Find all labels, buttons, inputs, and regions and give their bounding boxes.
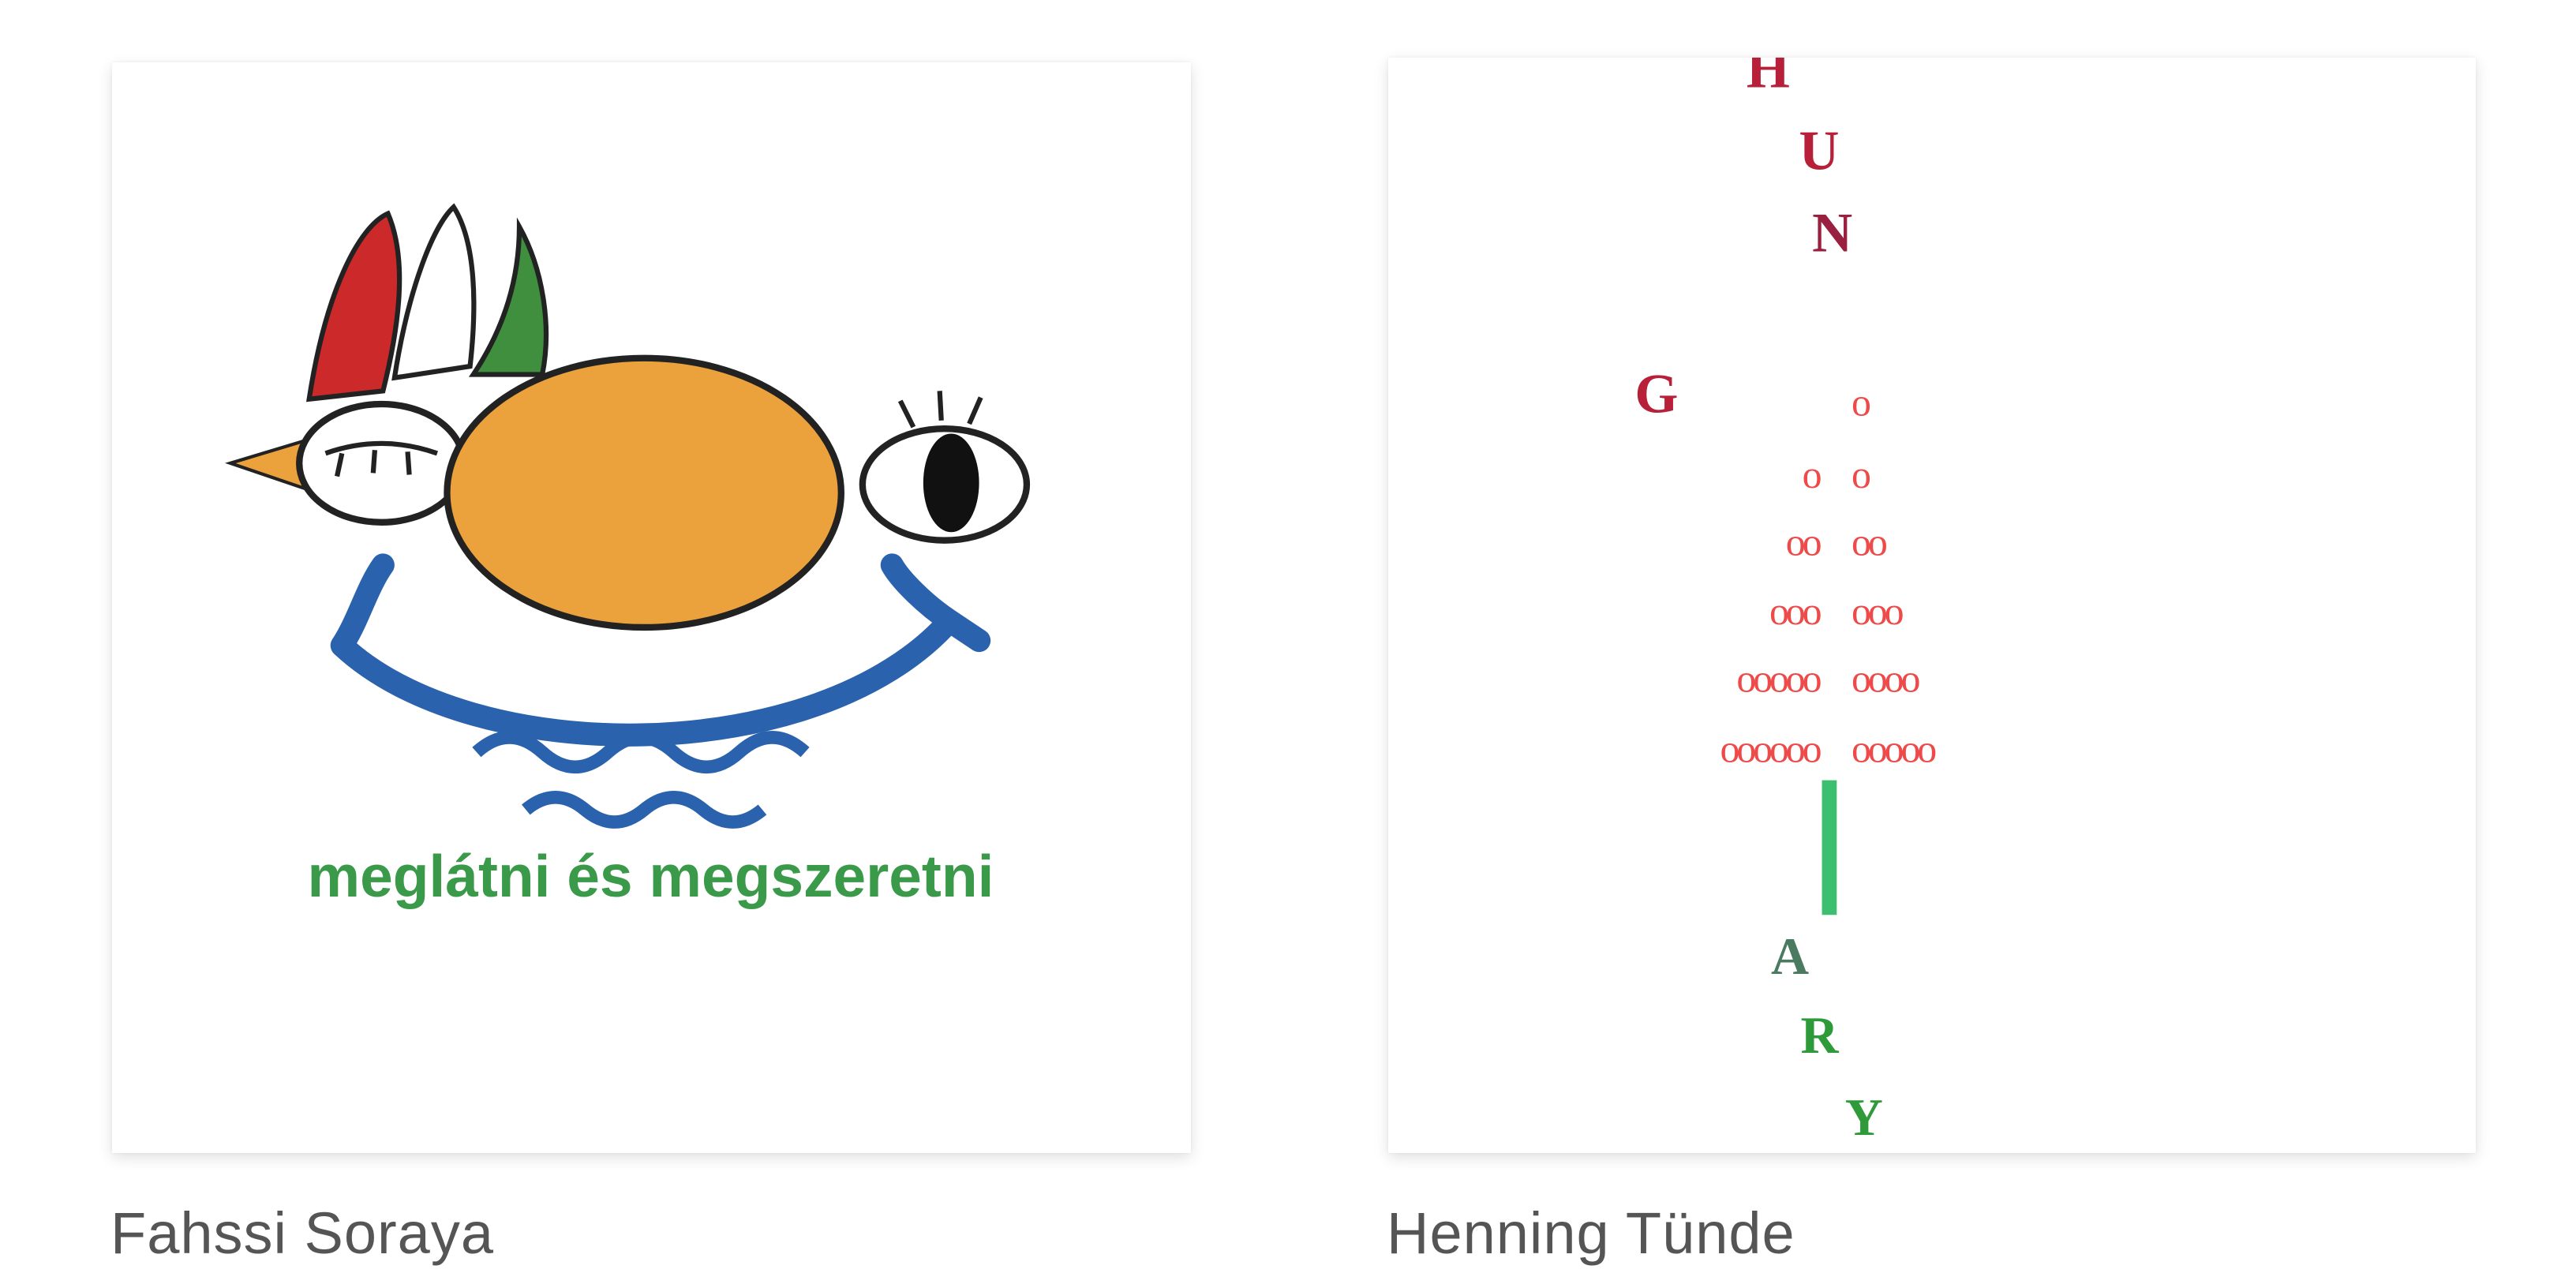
letter-r: R: [1801, 1007, 1840, 1065]
tree-row-right: o: [1852, 380, 1870, 425]
tree-row-left: ooooo: [1736, 656, 1821, 700]
letter-n: N: [1812, 203, 1852, 264]
tree-trunk: [1822, 780, 1837, 915]
tree-row-right: oooo: [1852, 656, 1919, 700]
letter-y: Y: [1845, 1089, 1883, 1147]
letter-g: G: [1634, 363, 1678, 425]
tree-row-right: ooooo: [1852, 727, 1936, 771]
tree-row-left: o: [1803, 452, 1822, 496]
bird-logo-image: meglátni és megszeretni: [224, 203, 1031, 909]
logo-text: meglátni és megszeretni: [308, 843, 994, 909]
tree-row-right: ooo: [1852, 589, 1904, 633]
tree-row-left: ooo: [1769, 589, 1822, 633]
letter-u: U: [1799, 121, 1839, 182]
hungary-tree-image: H U N G o o o oo oo ooo ooo ooooo oooo o…: [1634, 58, 1939, 1147]
letter-a: A: [1771, 928, 1809, 986]
artwork-card-fahssi-soraya[interactable]: meglátni és megszeretni: [112, 62, 1191, 1153]
artwork-card-henning-tunde[interactable]: H U N G o o o oo oo ooo ooo ooooo oooo o…: [1388, 58, 2476, 1153]
tree-row-right: o: [1852, 452, 1870, 496]
artwork-author-name[interactable]: Fahssi Soraya: [110, 1200, 494, 1266]
tree-row-left: oo: [1786, 520, 1822, 564]
tree-row-right: oo: [1852, 520, 1887, 564]
letter-h: H: [1747, 58, 1790, 99]
tree-row-left: oooooo: [1720, 727, 1822, 771]
artwork-author-name[interactable]: Henning Tünde: [1387, 1200, 1795, 1266]
